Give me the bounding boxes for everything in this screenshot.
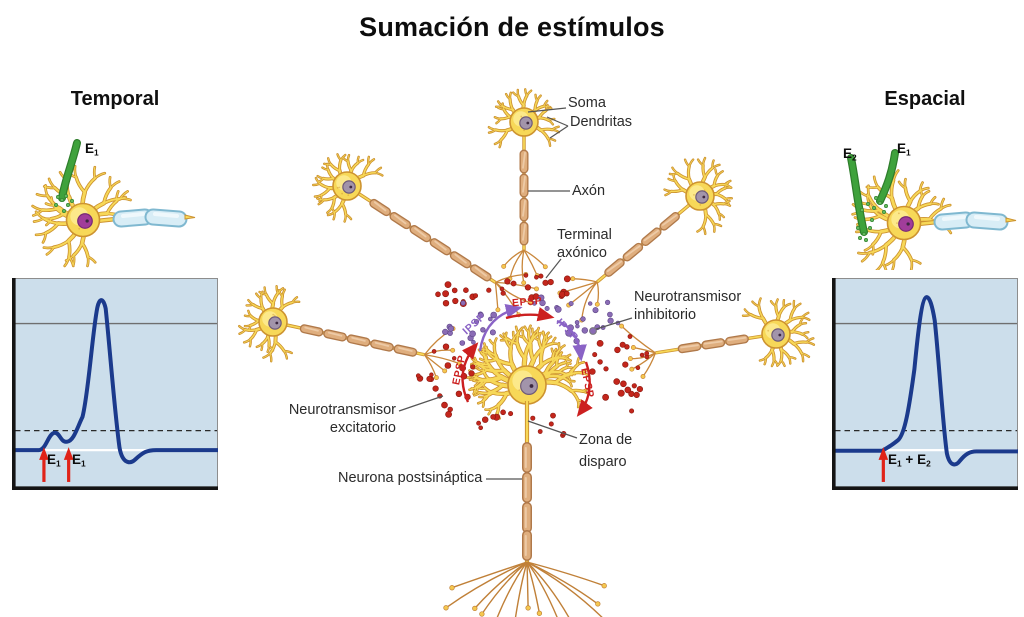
dendritas-label: Dendritas xyxy=(570,114,633,130)
excitatory-neurotransmitter-dots xyxy=(415,273,650,438)
terminal-axonico-label: Terminal axónico xyxy=(557,227,612,261)
inhibitory-neurotransmitter-dots xyxy=(442,294,621,346)
temporal-input-e1-label: E1 xyxy=(85,141,99,158)
neuron-cell xyxy=(847,149,1017,270)
soma-label: Soma xyxy=(568,95,606,111)
presynaptic-neuron-right xyxy=(619,297,816,379)
espacial-neuron-illustration xyxy=(847,149,1017,270)
central-neuron-network xyxy=(238,88,816,617)
presynaptic-neuron-upper-right xyxy=(557,156,733,323)
neurona-postsinaptica-label: Neurona postsináptica xyxy=(338,470,483,486)
presynaptic-neuron-left xyxy=(238,285,462,381)
leader-lines xyxy=(398,107,633,480)
axon-label: Axón xyxy=(572,183,606,199)
temporal-heading: Temporal xyxy=(70,88,160,110)
temporal-arrow-label-2: E1 xyxy=(72,452,86,469)
neurotransmisor-inhibitorio-label: Neurotransmisor inhibitorio xyxy=(634,289,742,323)
neurotransmisor-excitatorio-label: Neurotransmisor excitatorio xyxy=(288,402,396,436)
psp-flow-arrows xyxy=(461,304,593,417)
temporal-neuron-illustration xyxy=(31,139,196,268)
espacial-input-e2-label: E2 xyxy=(843,146,857,163)
zona-de-disparo-label: Zona de disparo xyxy=(579,432,633,471)
presynaptic-neuron-upper-left xyxy=(312,153,539,318)
espacial-graph xyxy=(832,278,1018,490)
temporal-graph xyxy=(12,278,218,490)
neuron-cell xyxy=(31,139,196,268)
espacial-arrow-label: E1 + E2 xyxy=(888,452,931,469)
espacial-heading: Espacial xyxy=(884,88,966,110)
page-title: Sumación de estímulos xyxy=(359,12,665,42)
temporal-arrow-label-1: E1 xyxy=(47,452,61,469)
espacial-input-e1-label: E1 xyxy=(897,141,911,158)
presynaptic-neuron-top xyxy=(487,88,561,286)
